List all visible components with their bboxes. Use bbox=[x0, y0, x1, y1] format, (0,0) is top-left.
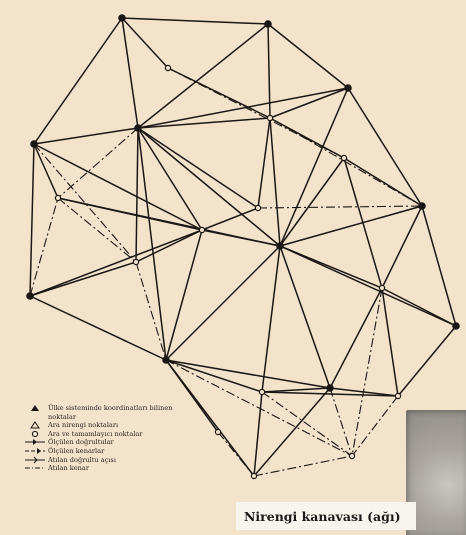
network-point-o bbox=[379, 285, 384, 290]
measured-edge-46 bbox=[262, 388, 330, 392]
dashed-edge-13 bbox=[30, 198, 58, 296]
measured-edge-26 bbox=[202, 208, 258, 230]
measured-edge-2 bbox=[348, 88, 422, 206]
legend: Ülke sisteminde koordinatları bilinen no… bbox=[22, 404, 212, 473]
measured-edge-43 bbox=[382, 288, 398, 396]
measured-edge-14 bbox=[138, 118, 270, 128]
network-point-e bbox=[135, 125, 141, 131]
measured-edge-5 bbox=[30, 144, 34, 296]
dashed-edge-15 bbox=[352, 288, 382, 456]
legend-item: Atılan kenar bbox=[22, 464, 212, 473]
measured-edge-37 bbox=[262, 246, 280, 392]
network-point-h bbox=[341, 155, 346, 160]
network-point-t bbox=[327, 385, 333, 391]
dashed-edge-6 bbox=[280, 206, 422, 246]
legend-item: Ölçülen kenarlar bbox=[22, 447, 212, 456]
legend-label: Ölçülen kenarlar bbox=[48, 447, 104, 456]
hollow-triangle-icon bbox=[22, 421, 48, 429]
legend-item: Ölçülen doğrultular bbox=[22, 438, 212, 447]
network-point-w bbox=[251, 473, 256, 478]
legend-item: Ara nirengi noktaları bbox=[22, 421, 212, 430]
measured-edge-3 bbox=[422, 206, 456, 326]
network-point-r bbox=[163, 357, 169, 363]
network-point-n bbox=[133, 259, 138, 264]
dashed-edge-1 bbox=[58, 198, 136, 262]
measured-edge-6 bbox=[30, 296, 166, 360]
measured-edge-13 bbox=[138, 88, 348, 128]
measured-edge-34 bbox=[136, 128, 138, 262]
measured-edge-4 bbox=[34, 18, 122, 144]
network-point-k bbox=[419, 203, 425, 209]
measured-edge-icon bbox=[22, 447, 48, 455]
measured-edge-19 bbox=[138, 128, 280, 246]
network-point-l bbox=[199, 227, 204, 232]
legend-label: Ölçülen doğrultular bbox=[48, 438, 114, 447]
measured-edge-21 bbox=[258, 118, 270, 208]
measured-edge-42 bbox=[382, 206, 422, 288]
network-point-a bbox=[119, 15, 125, 21]
measured-direction-icon bbox=[22, 438, 48, 446]
circle-icon bbox=[22, 430, 48, 438]
network-point-pp bbox=[27, 293, 33, 299]
figure-caption: Nirengi kanavası (ağı) bbox=[236, 502, 416, 530]
measured-edge-16 bbox=[138, 128, 202, 230]
dropped-edge-icon bbox=[22, 464, 48, 472]
dashed-edge-10 bbox=[262, 392, 352, 456]
network-point-d bbox=[345, 85, 351, 91]
legend-label: Atılan kenar bbox=[48, 464, 89, 473]
measured-edge-36 bbox=[166, 246, 280, 360]
measured-edge-30 bbox=[58, 198, 280, 246]
dashed-edge-0 bbox=[34, 144, 136, 262]
dropped-direction-icon bbox=[22, 456, 48, 464]
network-point-m bbox=[277, 243, 283, 249]
network-point-j bbox=[255, 205, 260, 210]
dashed-edge-8 bbox=[352, 396, 398, 456]
legend-item: Ülke sisteminde koordinatları bilinen no… bbox=[22, 404, 182, 421]
measured-edge-11 bbox=[138, 24, 268, 128]
measured-edge-7 bbox=[122, 18, 138, 128]
dashed-edge-14 bbox=[270, 118, 422, 206]
measured-edge-33 bbox=[30, 262, 136, 296]
network-point-q bbox=[453, 323, 459, 329]
measured-edge-44 bbox=[398, 326, 456, 396]
measured-edge-35 bbox=[166, 230, 202, 360]
network-point-x bbox=[349, 453, 354, 458]
network-point-s bbox=[259, 389, 264, 394]
legend-label: Ara nirengi noktaları bbox=[48, 421, 118, 430]
measured-edge-48 bbox=[166, 360, 330, 388]
network-point-b bbox=[265, 21, 271, 27]
measured-edge-17 bbox=[138, 128, 258, 208]
measured-edge-41 bbox=[382, 288, 456, 326]
dashed-edge-2 bbox=[136, 262, 166, 360]
measured-edge-49 bbox=[254, 392, 262, 476]
network-point-f bbox=[267, 115, 272, 120]
network-point-g bbox=[31, 141, 37, 147]
measured-edge-18 bbox=[138, 128, 166, 360]
legend-label: Atılan doğrultu açısı bbox=[48, 456, 116, 465]
network-point-u bbox=[395, 393, 400, 398]
measured-edge-22 bbox=[270, 118, 280, 246]
measured-edge-32 bbox=[30, 230, 202, 296]
measured-edge-52 bbox=[330, 288, 382, 388]
legend-label: Ülke sisteminde koordinatları bilinen no… bbox=[48, 404, 182, 421]
measured-edge-0 bbox=[122, 18, 268, 24]
legend-item: Atılan doğrultu açısı bbox=[22, 456, 212, 465]
measured-edge-1 bbox=[268, 24, 348, 88]
measured-edge-38 bbox=[280, 246, 330, 388]
measured-edge-45 bbox=[166, 360, 262, 392]
triangle-icon bbox=[22, 404, 48, 412]
dashed-edge-5 bbox=[258, 206, 422, 208]
measured-edge-31 bbox=[34, 144, 202, 230]
network-point-c bbox=[165, 65, 170, 70]
measured-edge-54 bbox=[136, 230, 202, 262]
network-point-v bbox=[215, 429, 220, 434]
network-point-i bbox=[55, 195, 60, 200]
measured-edge-28 bbox=[34, 144, 58, 198]
